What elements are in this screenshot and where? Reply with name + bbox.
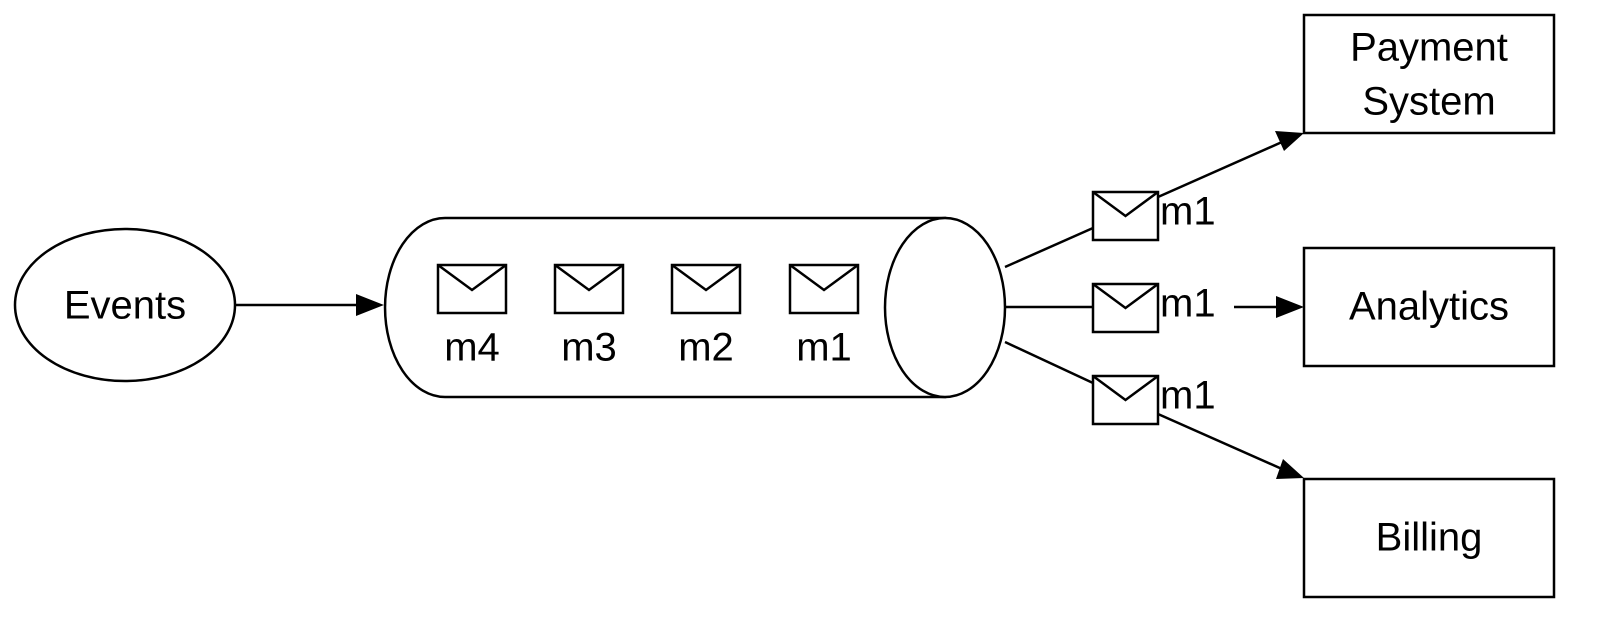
in-flight-message-label: m1 (1160, 282, 1216, 326)
in-flight-message-label: m1 (1160, 374, 1216, 418)
queue-message-m4: m4 (436, 263, 508, 370)
queue-message-label: m1 (796, 326, 852, 370)
envelope-icon (670, 263, 742, 315)
envelope-icon (436, 263, 508, 315)
analytics-label: Analytics (1349, 285, 1509, 329)
payment-system-label-line2: System (1362, 80, 1495, 124)
envelope-icon (1091, 190, 1160, 242)
queue-message-m3: m3 (553, 263, 625, 370)
queue-to-analytics-arrow: m1 (1005, 282, 1304, 334)
billing-node: Billing (1302, 477, 1556, 599)
queue-message-label: m4 (444, 326, 500, 370)
analytics-node: Analytics (1302, 246, 1556, 368)
events-label: Events (64, 284, 186, 328)
queue-to-billing-arrow: m1 (1004, 340, 1304, 479)
queue-message-m2: m2 (670, 263, 742, 370)
message-queue (383, 216, 1007, 399)
payment-system-node: Payment System (1302, 13, 1556, 135)
queue-message-label: m3 (561, 326, 617, 370)
queue-message-label: m2 (678, 326, 734, 370)
events-to-queue-arrow (235, 294, 384, 316)
in-flight-message-label: m1 (1160, 190, 1216, 234)
billing-label: Billing (1376, 516, 1483, 560)
envelope-icon (1091, 282, 1160, 334)
envelope-icon (553, 263, 625, 315)
envelope-icon (1091, 374, 1160, 426)
payment-system-label-line1: Payment (1350, 26, 1508, 70)
queue-end-cap (883, 216, 1007, 399)
envelope-icon (788, 263, 860, 315)
queue-message-m1: m1 (788, 263, 860, 370)
events-node: Events (13, 227, 237, 383)
queue-to-payment-arrow: m1 (1004, 131, 1304, 269)
